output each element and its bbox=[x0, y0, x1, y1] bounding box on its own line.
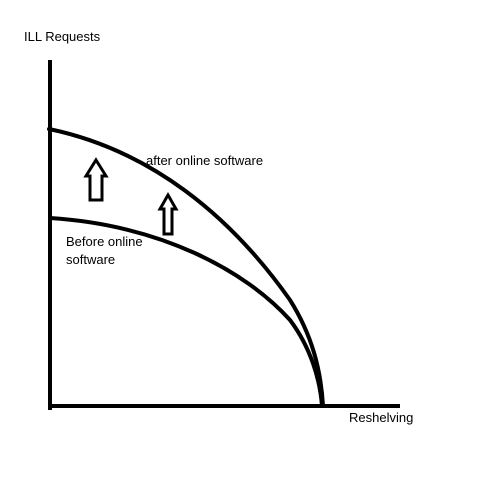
after-curve-label: after online software bbox=[146, 153, 264, 168]
shift-up-arrow bbox=[83, 157, 109, 202]
y-axis-label: ILL Requests bbox=[24, 29, 101, 44]
after-online-software-curve bbox=[47, 127, 325, 408]
before-online-software-curve bbox=[48, 216, 324, 408]
before-curve-label: Before online software bbox=[66, 234, 143, 267]
shift-up-arrow bbox=[157, 191, 179, 236]
x-axis-label: Reshelving bbox=[349, 410, 414, 425]
